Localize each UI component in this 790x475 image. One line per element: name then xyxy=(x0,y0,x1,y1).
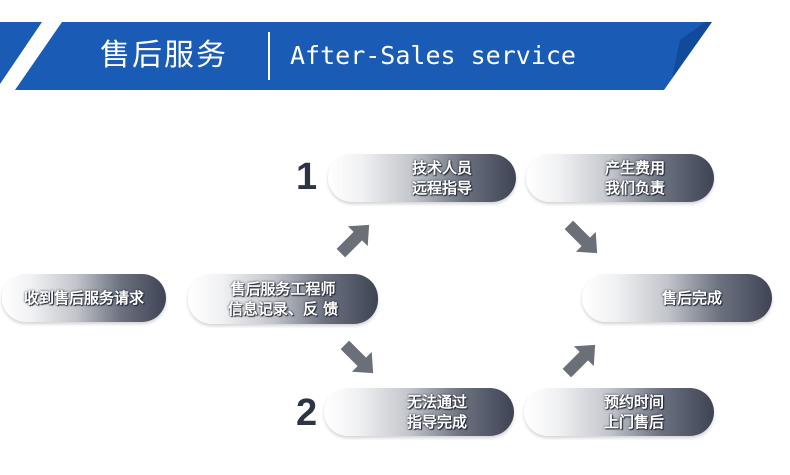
node-label-line1: 技术人员 xyxy=(411,159,472,177)
node-remote-guidance: 技术人员 远程指导 xyxy=(328,154,516,202)
arrow-down-right-icon xyxy=(340,340,374,374)
node-label: 售后完成 xyxy=(661,289,722,307)
node-label-line1: 产生费用 xyxy=(604,159,665,177)
node-onsite-service: 预约时间 上门售后 xyxy=(524,388,714,436)
arrow-up-right-icon xyxy=(562,344,596,378)
banner-shape xyxy=(0,22,712,90)
node-receive-request: 收到售后服务请求 xyxy=(2,274,166,322)
header-banner: 售后服务 After-Sales service xyxy=(0,22,790,90)
node-cost-covered: 产生费用 我们负责 xyxy=(526,154,714,202)
node-label-line2: 上门售后 xyxy=(603,413,664,431)
node-label-line2: 指导完成 xyxy=(406,413,467,431)
title-divider xyxy=(268,32,270,80)
node-label-line2: 远程指导 xyxy=(411,179,472,197)
page-title: 售后服务 xyxy=(100,38,228,73)
node-label-line2: 信息记录、反 馈 xyxy=(227,300,339,318)
step-number-1: 1 xyxy=(296,156,318,198)
node-engineer-record: 售后服务工程师 信息记录、反 馈 xyxy=(188,274,378,324)
node-label-line1: 售后服务工程师 xyxy=(230,280,336,298)
node-label-line2: 我们负责 xyxy=(604,179,665,197)
node-service-complete: 售后完成 xyxy=(582,274,772,322)
page-subtitle: After-Sales service xyxy=(290,41,576,70)
node-guidance-failed: 无法通过 指导完成 xyxy=(324,388,514,436)
step-number-2: 2 xyxy=(296,392,318,434)
arrow-down-right-icon xyxy=(564,220,598,254)
node-label-line1: 预约时间 xyxy=(603,393,664,411)
node-label: 收到售后服务请求 xyxy=(23,289,144,307)
node-label-line1: 无法通过 xyxy=(406,393,467,411)
arrow-up-right-icon xyxy=(336,224,370,258)
